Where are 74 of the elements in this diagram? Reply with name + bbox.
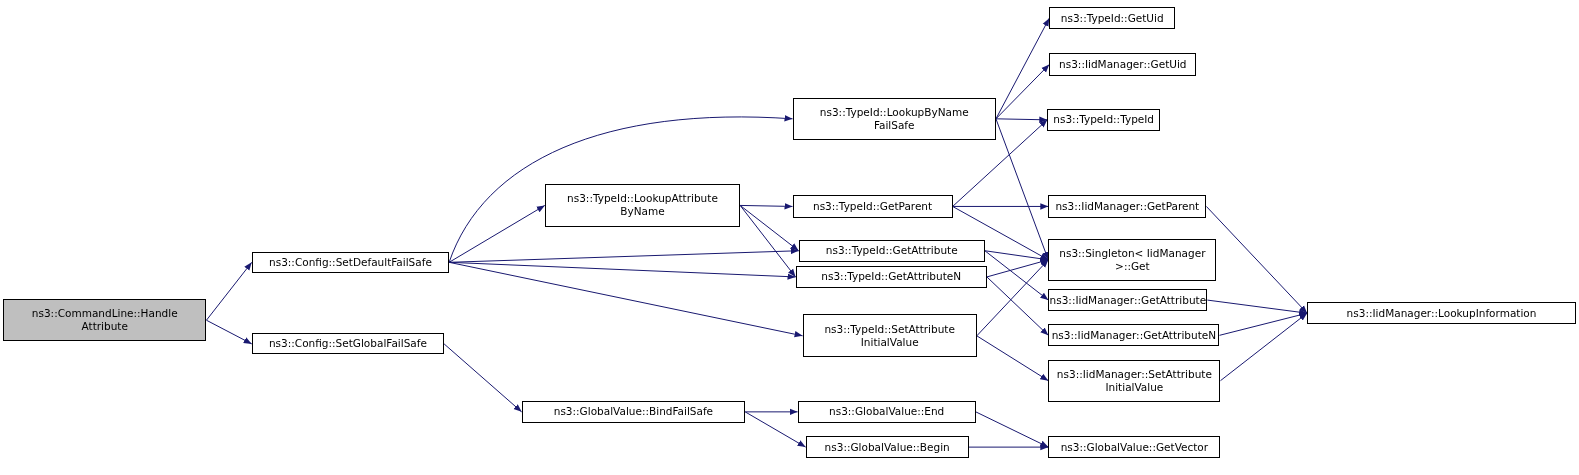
function-name: ns3::Config::SetDefaultFailSafe <box>269 255 432 269</box>
function-box <box>792 97 996 140</box>
arrow <box>995 63 1050 120</box>
function-name: ns3::TypeId::GetParent <box>813 199 933 213</box>
function-name: ns3::GlobalValue::Begin <box>824 440 950 454</box>
function-box <box>1049 7 1176 30</box>
arrow <box>443 343 523 413</box>
arrow <box>976 335 1049 382</box>
function-name: ns3::GlobalValue::BindFailSafe <box>553 405 714 419</box>
arrow <box>968 443 1049 451</box>
function-name: ns3::TypeId::SetAttribute InitialValue <box>823 322 956 349</box>
arrow <box>995 17 1050 120</box>
arrow <box>448 204 546 263</box>
function-name: ns3::Config::SetGlobalFailSafe <box>268 337 427 351</box>
function-name: ns3::TypeId::GetAttributeN <box>821 270 962 284</box>
function-name: ns3::IidManager::GetAttributeN <box>1051 328 1217 342</box>
arrow <box>739 204 797 278</box>
arrow <box>952 205 1049 261</box>
function-box <box>802 314 977 358</box>
function-box <box>798 239 985 262</box>
function-name: ns3::CommandLine::Handle Attribute <box>30 307 179 334</box>
function-name: ns3::TypeId::TypeId <box>1053 113 1155 127</box>
function-box <box>1048 436 1221 459</box>
function-box <box>792 195 953 218</box>
function-box <box>544 184 741 227</box>
function-box <box>1047 108 1161 131</box>
arrow <box>986 258 1049 278</box>
function-box <box>1048 324 1220 347</box>
function-name: ns3::TypeId::GetUid <box>1060 11 1164 25</box>
function-name: ns3::GlobalValue::End <box>829 405 945 419</box>
function-box <box>1048 359 1221 402</box>
arrow <box>1206 299 1308 316</box>
function-box <box>251 251 450 273</box>
function-name: ns3::Singleton< IidManager >::Get <box>1058 246 1207 273</box>
arrow <box>986 276 1049 336</box>
function-box <box>1048 289 1208 312</box>
arrow <box>995 118 1049 261</box>
function-name: ns3::IidManager::GetParent <box>1055 199 1200 213</box>
function-name: ns3::GlobalValue::GetVector <box>1060 440 1209 454</box>
arrow <box>205 261 253 321</box>
arrow <box>744 411 807 448</box>
function-box <box>251 333 445 355</box>
arrow <box>1205 205 1308 314</box>
arrow <box>975 411 1049 448</box>
function-name: ns3::TypeId::GetAttribute <box>825 244 958 258</box>
arrow <box>984 250 1049 301</box>
arrow <box>952 203 1049 210</box>
function-box <box>521 400 746 423</box>
arrow <box>739 203 793 210</box>
function-name: ns3::TypeId::LookupAttribute ByName <box>566 192 719 219</box>
function-box <box>805 436 969 459</box>
arrow <box>205 319 253 345</box>
function-name: ns3::IidManager::GetUid <box>1059 57 1187 71</box>
function-name: ns3::IidManager::GetAttribute <box>1049 293 1207 307</box>
function-box <box>3 299 207 342</box>
function-name: ns3::TypeId::LookupByName FailSafe <box>818 105 970 132</box>
arrow <box>1219 312 1308 336</box>
function-box <box>1048 195 1207 218</box>
function-box <box>1049 53 1197 76</box>
arrow <box>744 408 799 416</box>
function-box <box>795 265 987 288</box>
arrow <box>448 115 793 263</box>
function-box <box>1048 238 1217 281</box>
arrow <box>739 204 800 252</box>
function-name: ns3::IidManager::SetAttribute InitialValue <box>1055 367 1213 394</box>
arrow <box>984 250 1049 262</box>
arrow <box>976 259 1049 337</box>
function-box <box>1307 302 1576 325</box>
arrow <box>952 119 1048 207</box>
function-name: ns3::IidManager::LookupInformation <box>1346 306 1537 320</box>
arrow <box>448 261 804 338</box>
arrow <box>1220 312 1308 382</box>
arrow <box>995 116 1048 123</box>
function-box <box>797 400 976 423</box>
